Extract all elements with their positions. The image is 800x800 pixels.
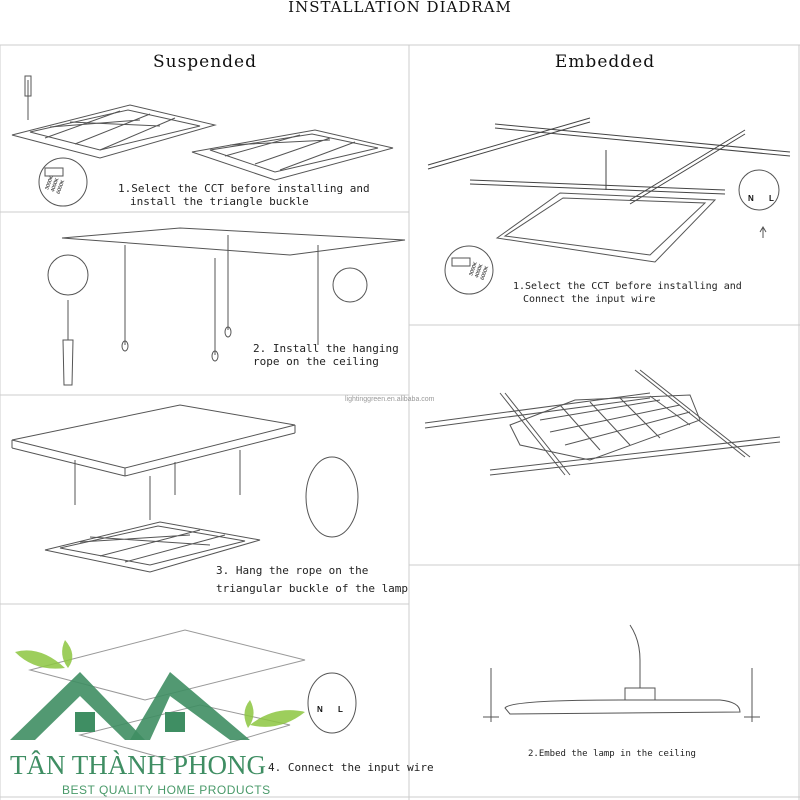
logo-graphic bbox=[10, 640, 305, 740]
arrow-up-icon bbox=[759, 226, 767, 238]
suspended-heading: Suspended bbox=[152, 52, 258, 72]
wire-detail-embedded bbox=[738, 169, 780, 211]
wire-label-l: L bbox=[769, 194, 774, 203]
wire-label-n: N bbox=[748, 194, 754, 203]
embedded-step-2: 2.Embed the lamp in the ceiling bbox=[528, 749, 696, 759]
screwdriver-icon bbox=[62, 300, 74, 386]
lamp-panel-3 bbox=[44, 521, 261, 573]
buckle-detail bbox=[305, 456, 359, 538]
suspended-step-2-line-2: rope on the ceiling bbox=[253, 355, 379, 368]
embedded-heading: Embedded bbox=[554, 52, 656, 72]
hook-detail bbox=[332, 267, 368, 303]
screw-detail bbox=[47, 254, 89, 296]
wire-label-n-step4: N bbox=[317, 705, 323, 714]
wire-detail bbox=[307, 672, 357, 734]
cct-switch-detail bbox=[38, 157, 88, 207]
panel-borders bbox=[0, 44, 800, 800]
ceiling-grid bbox=[427, 117, 791, 205]
suspended-step-3-line-2: triangular buckle of the lamp bbox=[216, 582, 409, 595]
ceiling-board-2 bbox=[61, 227, 406, 362]
watermark: lightinggreen.en.alibaba.com bbox=[345, 396, 435, 403]
suspended-step-1-line-1: 1.Select the CCT before installing and bbox=[118, 182, 370, 195]
suspended-step-1-line-2: install the triangle buckle bbox=[130, 195, 309, 208]
suspended-step-3: 3. Hang the rope on the triangular buckle… bbox=[216, 562, 408, 598]
logo-name: TÂN THÀNH PHONG bbox=[10, 750, 266, 780]
lamp-panel-2 bbox=[191, 129, 394, 181]
lamp-panel-embedded-2 bbox=[424, 369, 781, 476]
embedded-step-1-line-1: 1.Select the CCT before installing and bbox=[513, 281, 742, 292]
suspended-step-4: 4. Connect the input wire bbox=[268, 761, 434, 774]
page-title: INSTALLATION DIADRAM bbox=[288, 0, 512, 16]
logo-tagline: BEST QUALITY HOME PRODUCTS bbox=[62, 783, 271, 797]
cct-switch-detail-embedded bbox=[444, 245, 494, 295]
ceiling-board-3 bbox=[11, 404, 296, 520]
lamp-side-view bbox=[483, 624, 760, 722]
lamp-panel-1 bbox=[11, 75, 217, 159]
embedded-step-1-line-2: Connect the input wire bbox=[523, 294, 656, 305]
lamp-panel-embedded-1 bbox=[495, 192, 717, 263]
wire-label-l-step4: L bbox=[338, 705, 343, 714]
suspended-step-2-line-1: 2. Install the hanging bbox=[253, 342, 399, 355]
suspended-step-3-line-1: 3. Hang the rope on the bbox=[216, 564, 369, 577]
